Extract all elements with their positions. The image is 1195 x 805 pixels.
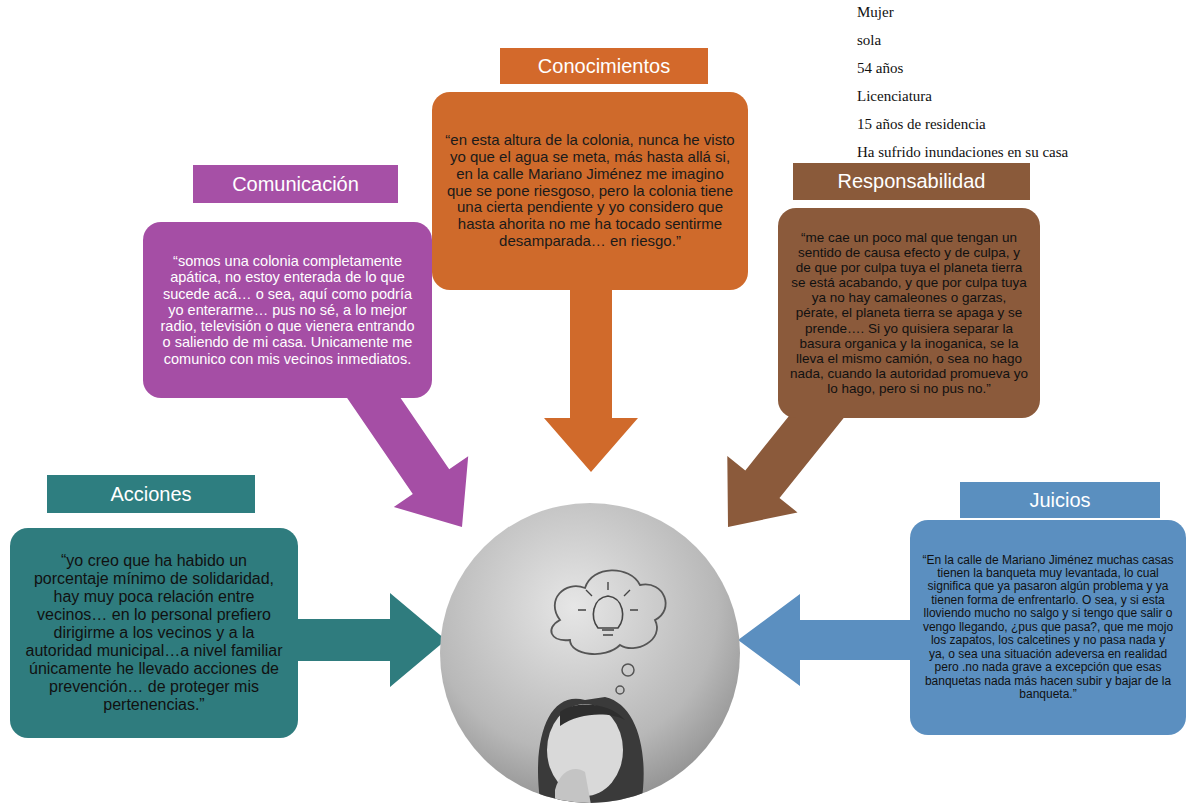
- heading-tab: Juicios: [960, 482, 1160, 518]
- quote-text: “somos una colonia completamente apática…: [155, 253, 420, 367]
- heading-text: Acciones: [110, 483, 191, 505]
- profile-note: 54 años: [857, 60, 903, 77]
- heading-text: Conocimientos: [538, 55, 670, 77]
- profile-note: 15 años de residencia: [857, 116, 986, 133]
- heading-tab: Conocimientos: [500, 48, 708, 84]
- quote-node: Acciones “yo creo que ha habido un porcen…: [10, 475, 298, 738]
- heading-tab: Comunicación: [193, 165, 398, 203]
- heading-tab: Responsabilidad: [793, 163, 1030, 200]
- quote-node: Juicios “En la calle de Mariano Jiménez m…: [910, 482, 1186, 735]
- heading-text: Responsabilidad: [838, 170, 986, 192]
- lightbulb: [593, 596, 622, 635]
- heading-text: Juicios: [1029, 489, 1090, 511]
- quote-box: “yo creo que ha habido un porcentaje mín…: [10, 528, 298, 738]
- quote-text: “en esta altura de la colonia, nunca he …: [444, 132, 736, 250]
- photo-ground: [430, 495, 750, 805]
- hair: [538, 697, 644, 805]
- profile-note: Mujer: [857, 4, 894, 21]
- quote-text: “yo creo que ha habido un porcentaje mín…: [22, 552, 286, 713]
- quote-box: “somos una colonia completamente apática…: [143, 222, 432, 398]
- quote-box: “en esta altura de la colonia, nunca he …: [432, 92, 748, 290]
- quote-node: Conocimientos “en esta altura de la colon…: [432, 48, 748, 290]
- arrow-shape: [290, 593, 446, 687]
- thought-cloud: [551, 570, 665, 654]
- heading-text: Comunicación: [232, 173, 359, 195]
- quote-text: “En la calle de Mariano Jiménez muchas c…: [922, 554, 1174, 702]
- thought-dot: [616, 686, 624, 694]
- profile-note: sola: [857, 32, 881, 49]
- quote-node: Comunicación “somos una colonia completam…: [143, 165, 432, 398]
- photo: [430, 495, 750, 805]
- light-rays: [578, 582, 638, 610]
- arrow-shape: [738, 594, 915, 686]
- profile-note: Licenciatura: [857, 88, 932, 105]
- fringe: [560, 704, 625, 726]
- heading-tab: Acciones: [47, 475, 255, 513]
- arrow-shape: [544, 288, 638, 472]
- hand: [555, 769, 592, 805]
- quote-box: “En la calle de Mariano Jiménez muchas c…: [910, 520, 1186, 735]
- profile-note: Ha sufrido inundaciones en su casa: [857, 144, 1068, 161]
- quote-box: “me cae un poco mal que tengan un sentid…: [778, 208, 1040, 418]
- thought-dot: [622, 664, 634, 676]
- quote-text: “me cae un poco mal que tengan un sentid…: [790, 230, 1028, 396]
- quote-node: Responsabilidad “me cae un poco mal que t…: [778, 163, 1040, 418]
